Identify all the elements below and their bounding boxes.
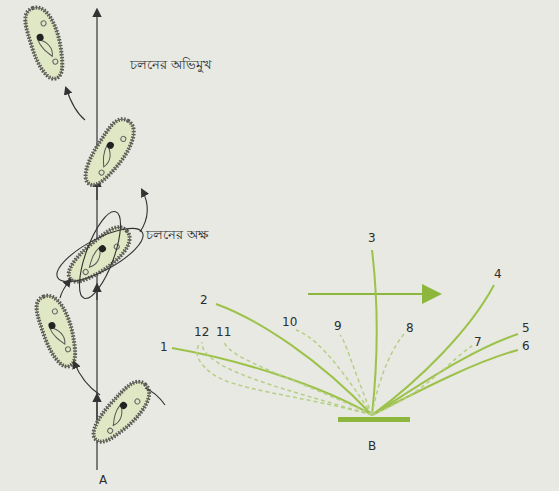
figure-letter: A [99, 474, 107, 487]
axis-label: চলনের অক্ষ [146, 228, 209, 242]
callout-number: 10 [282, 316, 297, 329]
callout-number: 2 [200, 294, 208, 307]
callout-number: 3 [368, 232, 376, 245]
callout-number: 9 [334, 320, 342, 333]
callout-number: 1 [160, 341, 168, 354]
figure-letter: B [368, 440, 376, 453]
callout-number: 4 [494, 268, 502, 281]
callout-number: 6 [522, 340, 530, 353]
direction-label: চলনের অভিমুখ [130, 58, 212, 72]
callout-number: 8 [406, 322, 414, 335]
callout-number: 7 [474, 336, 482, 349]
callout-number: 11 [216, 326, 231, 339]
callout-number: 5 [522, 322, 530, 335]
callout-number: 12 [194, 326, 209, 339]
